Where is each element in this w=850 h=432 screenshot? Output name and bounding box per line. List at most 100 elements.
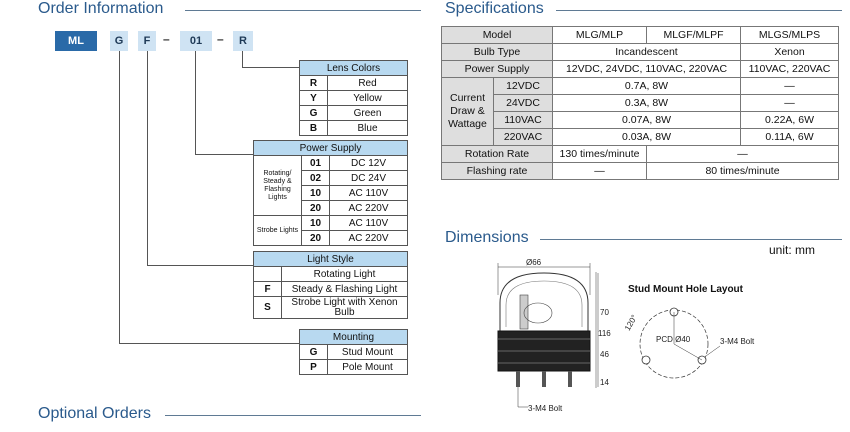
part-code-power: 01 (180, 31, 212, 51)
stud (516, 371, 520, 387)
spec-value: 110VAC, 220VAC (740, 60, 839, 78)
table-row: 220VAC 0.03A, 8W 0.11A, 6W (442, 128, 839, 146)
mounting-header: Mounting (299, 329, 408, 345)
spec-value: — (740, 94, 839, 112)
option-code: 10 (301, 215, 330, 231)
option-value: Strobe Light with Xenon Bulb (281, 296, 408, 319)
unit-label: unit: mm (769, 243, 816, 257)
optional-orders-title: Optional Orders (38, 405, 151, 422)
dim-14-label: 14 (600, 378, 609, 387)
option-value: Pole Mount (327, 359, 408, 375)
part-dash: – (217, 32, 224, 46)
order-information-title: Order Information (38, 0, 164, 17)
power-supply-table: Power Supply Rotating/ Steady & Flashing… (253, 140, 408, 246)
option-value: AC 220V (329, 200, 408, 216)
spec-label: Bulb Type (441, 43, 553, 61)
section-divider (540, 239, 842, 240)
section-divider (165, 415, 421, 416)
voltage-label: 12VDC (493, 77, 553, 95)
option-value: Blue (327, 120, 408, 136)
table-row: Model MLG/MLP MLGF/MLPF MLGS/MLPS (441, 26, 839, 44)
option-code: 10 (301, 185, 330, 201)
connector-line (119, 51, 120, 344)
bolt-label: 3-M4 Bolt (528, 404, 563, 413)
option-code: 01 (301, 155, 330, 171)
table-row: Rotating Light (253, 266, 408, 282)
option-code: G (299, 105, 328, 121)
spec-value: 0.11A, 6W (740, 128, 839, 146)
bolt-hole (641, 355, 651, 365)
lens-inner (505, 280, 583, 327)
voltage-label: 24VDC (493, 94, 553, 112)
spec-value: 130 times/minute (552, 145, 647, 163)
option-code: R (299, 75, 328, 91)
connector-line (195, 51, 196, 155)
stud-layout-title: Stud Mount Hole Layout (628, 284, 743, 295)
spec-value: 0.3A, 8W (552, 94, 741, 112)
model-name: MLG/MLP (552, 26, 647, 44)
light-style-header: Light Style (253, 251, 408, 267)
option-code: F (253, 281, 282, 297)
spec-value: — (646, 145, 839, 163)
model-name: MLGS/MLPS (740, 26, 839, 44)
option-code: Y (299, 90, 328, 106)
option-value: Yellow (327, 90, 408, 106)
table-row: Flashing rate — 80 times/minute (441, 162, 839, 180)
table-row: Power Supply 12VDC, 24VDC, 110VAC, 220VA… (441, 60, 839, 78)
table-row: 110VAC 0.07A, 8W 0.22A, 6W (442, 111, 839, 129)
spec-label: Flashing rate (441, 162, 553, 180)
option-code: B (299, 120, 328, 136)
center-line (673, 343, 703, 361)
option-code: 20 (301, 230, 330, 246)
option-value: Steady & Flashing Light (281, 281, 408, 297)
spec-label: Current Draw & Wattage (441, 77, 494, 146)
option-value: AC 220V (329, 230, 408, 246)
angle-label: 120° (623, 313, 639, 332)
option-code: 02 (301, 170, 330, 186)
spec-value: — (552, 162, 647, 180)
dim-46-label: 46 (600, 350, 609, 359)
spec-value: 0.22A, 6W (740, 111, 839, 129)
option-code: P (299, 359, 328, 375)
table-row: Rotation Rate 130 times/minute — (441, 145, 839, 163)
spec-value: — (740, 77, 839, 95)
voltage-label: 110VAC (493, 111, 553, 129)
part-code-lens: R (233, 31, 253, 51)
model-name: MLGF/MLPF (646, 26, 741, 44)
option-value: AC 110V (329, 215, 408, 231)
specifications-title: Specifications (445, 0, 544, 17)
spec-value: 12VDC, 24VDC, 110VAC, 220VAC (552, 60, 741, 78)
part-code-mounting: G (110, 31, 128, 51)
voltage-label: 220VAC (493, 128, 553, 146)
spec-label: Rotation Rate (441, 145, 553, 163)
dimensions-title: Dimensions (445, 229, 529, 246)
option-value: Green (327, 105, 408, 121)
pcd-label: PCD Ø40 (656, 335, 691, 344)
table-row: Bulb Type Incandescent Xenon (441, 43, 839, 61)
leader-line (705, 345, 721, 357)
reflector (523, 302, 553, 324)
dim-70-label: 70 (600, 308, 609, 317)
stud-bolt-label: 3-M4 Bolt (720, 337, 755, 346)
part-dash: – (163, 32, 170, 46)
spec-value: 0.07A, 8W (552, 111, 741, 129)
section-divider (185, 10, 421, 11)
part-code-ml: ML (55, 31, 97, 51)
option-code (253, 266, 282, 282)
spec-value: 80 times/minute (646, 162, 839, 180)
stud-hole-layout: 120° PCD Ø40 3-M4 Bolt (623, 307, 755, 379)
table-row: Current Draw & Wattage 12VDC 0.7A, 8W — (441, 77, 839, 146)
spec-value: Xenon (740, 43, 839, 61)
